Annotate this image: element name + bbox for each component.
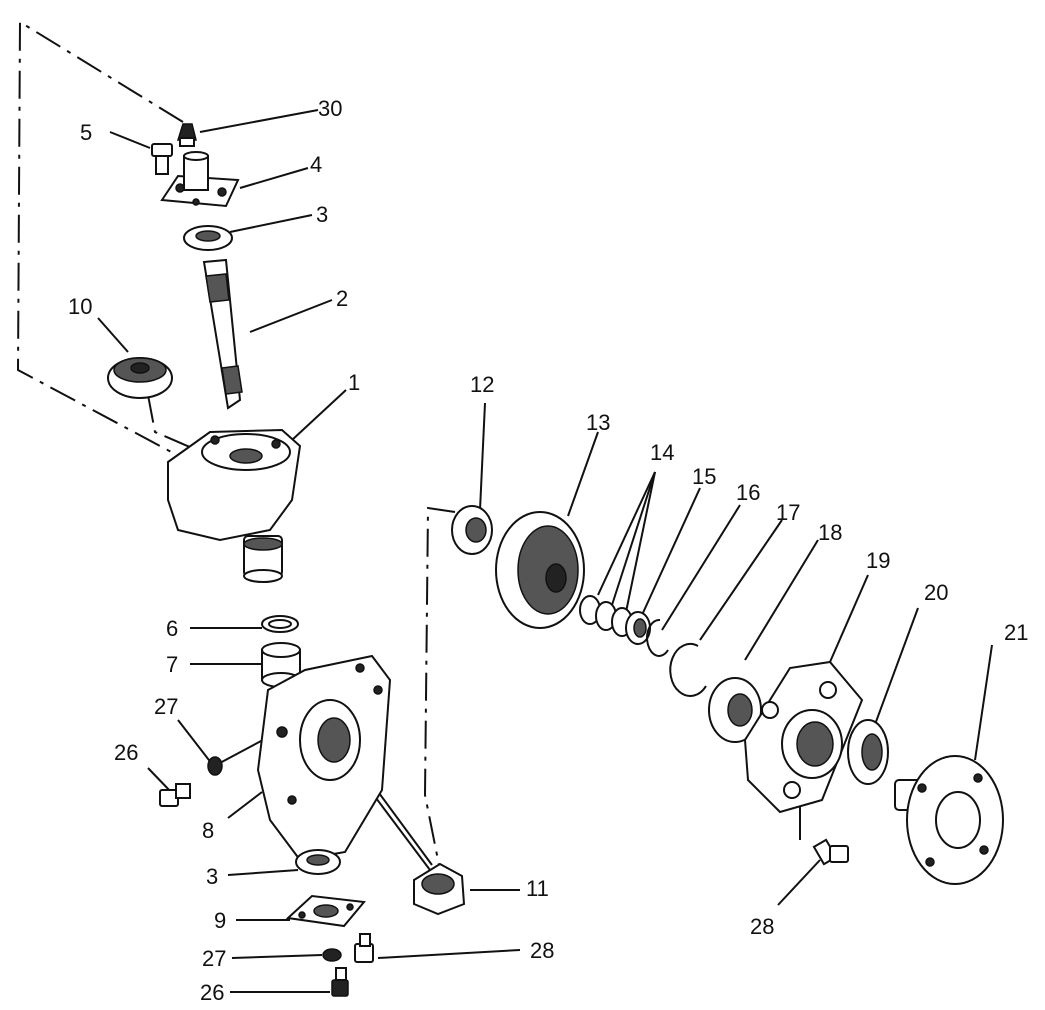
part-12-bearing <box>451 505 493 555</box>
callout-3-bottom: 3 <box>206 864 218 889</box>
part-30-grease-fitting <box>176 123 197 147</box>
part-6-o-ring <box>261 615 299 633</box>
part-1-upper-housing <box>167 428 302 583</box>
part-26-upper-bolt <box>159 783 191 807</box>
callout-5: 5 <box>80 120 92 145</box>
part-13-ring-gear <box>495 511 585 629</box>
callout-13: 13 <box>586 410 610 435</box>
callout-3-top: 3 <box>316 202 328 227</box>
part-27-lower-washer <box>322 948 342 962</box>
part-9-bottom-cover <box>285 894 366 928</box>
callout-2: 2 <box>336 286 348 311</box>
callout-18: 18 <box>818 520 842 545</box>
callout-20: 20 <box>924 580 948 605</box>
callout-21: 21 <box>1004 620 1028 645</box>
part-11-pinion-gear <box>413 862 466 916</box>
callout-27-upper: 27 <box>154 694 178 719</box>
callout-labels: 30 5 4 3 2 10 1 12 13 14 15 16 17 18 19 … <box>68 96 1028 1005</box>
part-21-output-flange <box>894 755 1004 885</box>
part-28-right-bolt <box>812 838 849 866</box>
part-17-retaining-ring <box>669 643 707 697</box>
callout-9: 9 <box>214 908 226 933</box>
part-16-snap-ring <box>646 618 669 657</box>
part-20-seal <box>847 719 889 785</box>
part-5-bolt <box>151 143 173 175</box>
part-27-upper-washer <box>207 756 223 776</box>
part-10-gear <box>107 357 173 399</box>
callout-4: 4 <box>310 152 322 177</box>
callout-1: 1 <box>348 370 360 395</box>
part-3-bottom-bearing <box>295 849 341 875</box>
part-3-top-bearing <box>183 225 233 251</box>
part-4-cover <box>160 151 240 208</box>
callout-26-lower: 26 <box>200 980 224 1005</box>
callout-15: 15 <box>692 464 716 489</box>
callout-10: 10 <box>68 294 92 319</box>
callout-8: 8 <box>202 818 214 843</box>
callout-26-upper: 26 <box>114 740 138 765</box>
part-18-bearing <box>708 677 762 743</box>
callout-16: 16 <box>736 480 760 505</box>
callout-27-lower: 27 <box>202 946 226 971</box>
callout-19: 19 <box>866 548 890 573</box>
callout-12: 12 <box>470 372 494 397</box>
leader-lines <box>97 109 993 993</box>
callout-7: 7 <box>166 652 178 677</box>
callout-17: 17 <box>776 500 800 525</box>
part-19-bearing-cover <box>743 660 864 814</box>
part-14-shims <box>579 595 633 637</box>
part-8-lower-housing <box>256 654 392 862</box>
callout-14: 14 <box>650 440 674 465</box>
part-26-lower-plug <box>331 967 349 997</box>
callout-28-right: 28 <box>750 914 774 939</box>
part-28-lower-bolt <box>354 933 374 963</box>
callout-6: 6 <box>166 616 178 641</box>
callout-30: 30 <box>318 96 342 121</box>
callout-28-lower: 28 <box>530 938 554 963</box>
callout-11: 11 <box>526 876 549 901</box>
part-2-shaft <box>202 258 243 410</box>
